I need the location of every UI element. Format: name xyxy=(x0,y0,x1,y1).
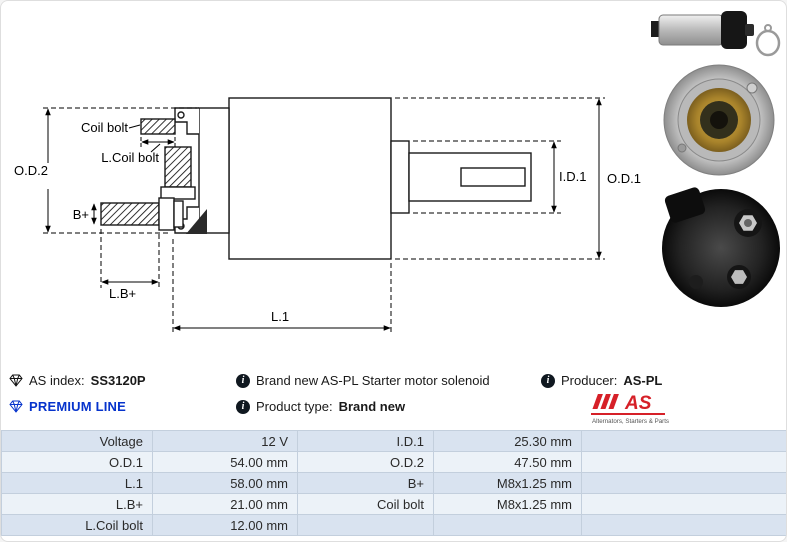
spec-value-cell: 47.50 mm xyxy=(433,451,582,473)
product-photo-front[interactable] xyxy=(651,61,786,184)
product-description: Brand new AS-PL Starter motor solenoid xyxy=(256,373,490,388)
spec-table: Voltage 12 V I.D.1 25.30 mm O.D.1 54.00 … xyxy=(1,430,786,536)
premium-line-badge: PREMIUM LINE xyxy=(29,399,127,414)
spec-label-cell: Coil bolt xyxy=(297,493,434,515)
producer-label: Producer: xyxy=(561,373,618,388)
premium-line-row: PREMIUM LINE xyxy=(9,399,126,414)
spec-value-cell: 25.30 mm xyxy=(433,430,582,452)
lb-plus-label: L.B+ xyxy=(109,286,136,301)
table-row: O.D.1 54.00 mm O.D.2 47.50 mm xyxy=(1,451,786,473)
coil-bolt-label: Coil bolt xyxy=(81,120,128,135)
spec-filler-cell xyxy=(581,430,786,452)
gem-icon xyxy=(9,374,23,387)
table-row: Voltage 12 V I.D.1 25.30 mm xyxy=(1,430,786,452)
spec-label-cell: L.Coil bolt xyxy=(1,514,153,536)
producer-value: AS-PL xyxy=(623,373,663,388)
spec-label-cell: L.B+ xyxy=(1,493,153,515)
table-row: L.1 58.00 mm B+ M8x1.25 mm xyxy=(1,472,786,494)
as-index-value: SS3120P xyxy=(90,373,146,388)
dimension-lines xyxy=(43,97,605,334)
product-type-label: Product type: xyxy=(256,399,333,414)
id1-label: I.D.1 xyxy=(559,169,586,184)
technical-drawing: O.D.2 O.D.1 I.D.1 L.1 L.B+ Coil bolt L.C… xyxy=(1,1,649,359)
od1-label: O.D.1 xyxy=(607,171,641,186)
spec-label-cell: B+ xyxy=(297,472,434,494)
table-row: L.B+ 21.00 mm Coil bolt M8x1.25 mm xyxy=(1,493,786,515)
as-index-row: AS index: SS3120P xyxy=(9,373,146,388)
product-photo-side[interactable] xyxy=(649,3,785,64)
description-row: i Brand new AS-PL Starter motor solenoid xyxy=(236,373,490,388)
od2-label: O.D.2 xyxy=(14,163,48,178)
spec-value-cell: 12.00 mm xyxy=(152,514,298,536)
logo-caption: Alternators, Starters & Parts xyxy=(592,418,669,425)
spec-label-cell: O.D.2 xyxy=(297,451,434,473)
brand-logo: AS Alternators, Starters & Parts xyxy=(587,391,669,427)
solenoid-outline xyxy=(100,97,532,260)
spec-value-cell: 21.00 mm xyxy=(152,493,298,515)
spec-label-cell: Voltage xyxy=(1,430,153,452)
product-type-value: Brand new xyxy=(338,399,406,414)
gem-icon-blue xyxy=(9,400,23,413)
spec-label-cell: O.D.1 xyxy=(1,451,153,473)
solenoid-dimension-drawing: O.D.2 O.D.1 I.D.1 L.1 L.B+ Coil bolt L.C… xyxy=(14,97,641,334)
spec-value-cell xyxy=(433,514,582,536)
spec-value-cell: 12 V xyxy=(152,430,298,452)
spec-value-cell: 58.00 mm xyxy=(152,472,298,494)
spec-filler-cell xyxy=(581,493,786,515)
info-icon: i xyxy=(236,399,250,414)
l-coil-bolt-label: L.Coil bolt xyxy=(101,150,159,165)
spec-value-cell: 54.00 mm xyxy=(152,451,298,473)
spec-value-cell: M8x1.25 mm xyxy=(433,493,582,515)
l1-label: L.1 xyxy=(271,309,289,324)
as-pl-logo-icon: AS Alternators, Starters & Parts xyxy=(591,393,669,425)
product-photo-back[interactable] xyxy=(651,185,786,316)
spec-filler-cell xyxy=(581,472,786,494)
spec-label-cell xyxy=(297,514,434,536)
as-index-label: AS index: xyxy=(29,373,85,388)
spec-filler-cell xyxy=(581,451,786,473)
logo-text: AS xyxy=(624,393,652,414)
spec-label-cell: I.D.1 xyxy=(297,430,434,452)
spec-label-cell: L.1 xyxy=(1,472,153,494)
info-icon: i xyxy=(541,373,555,388)
dimension-labels: O.D.2 O.D.1 I.D.1 L.1 L.B+ Coil bolt L.C… xyxy=(14,120,641,324)
b-plus-label: B+ xyxy=(73,207,89,222)
spec-value-cell: M8x1.25 mm xyxy=(433,472,582,494)
spec-filler-cell xyxy=(581,514,786,536)
table-row: L.Coil bolt 12.00 mm xyxy=(1,514,786,536)
producer-row: i Producer: AS-PL xyxy=(541,373,662,388)
product-type-row: i Product type: Brand new xyxy=(236,399,405,414)
info-icon: i xyxy=(236,373,250,388)
